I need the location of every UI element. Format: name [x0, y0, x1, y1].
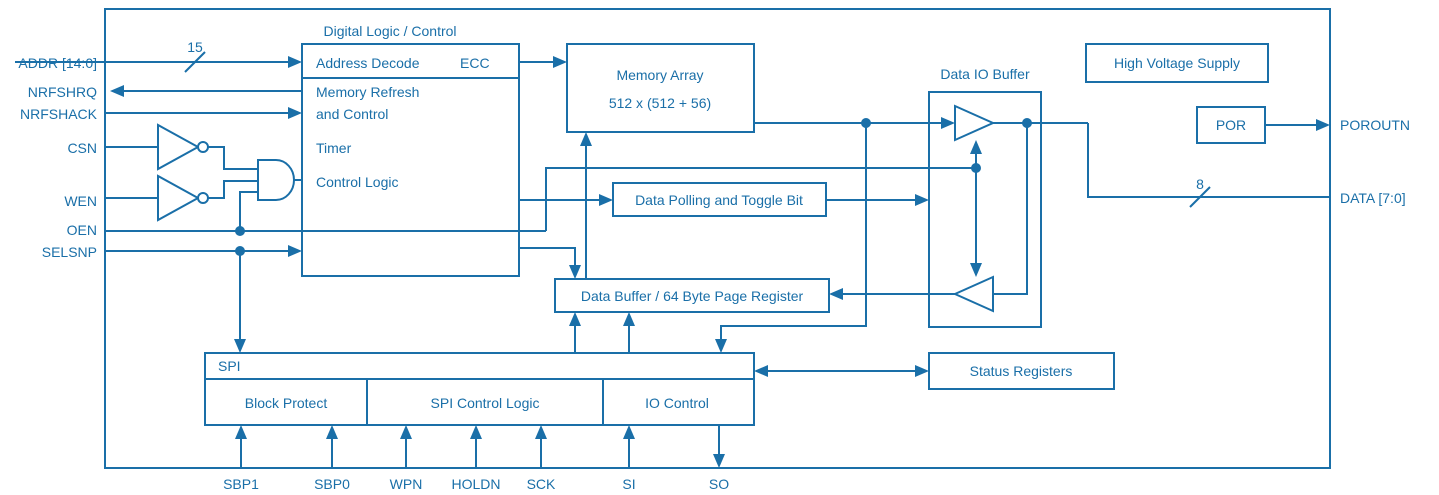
wen-to-and-wire: [208, 180, 258, 199]
por-output-arrow: [1316, 119, 1330, 131]
data-bus-wire: [1087, 123, 1330, 198]
control-to-buffer-wire: [519, 247, 576, 265]
wpn-label: WPN: [390, 476, 423, 492]
ecc-label: ECC: [460, 55, 490, 71]
wen-inverter-icon: [157, 174, 201, 222]
timer-label: Timer: [316, 140, 352, 156]
data-buffer-label: Data Buffer / 64 Byte Page Register: [581, 288, 804, 304]
spi-control-logic-label: SPI Control Logic: [431, 395, 540, 411]
memory-refresh-label-2: and Control: [316, 106, 388, 122]
high-voltage-block: [1085, 43, 1269, 83]
io-control-label: IO Control: [645, 395, 709, 411]
selsnp-arrow: [288, 245, 302, 257]
memory-array-block: [566, 43, 755, 133]
io-loop-wire: [993, 123, 1028, 295]
sbp1-arrow: [235, 425, 247, 439]
data-bus-label: DATA [7:0]: [1340, 190, 1406, 206]
oe-down-arrow: [970, 263, 982, 277]
nrfshack-label: NRFSHACK: [20, 106, 98, 122]
output-buffer-icon: [954, 104, 996, 142]
oe-junction: [971, 163, 981, 173]
addr-bus-width: 15: [187, 39, 203, 55]
control-to-buffer-arrow: [569, 265, 581, 279]
digital-logic-block: [301, 43, 520, 277]
poroutn-label: POROUTN: [1340, 117, 1410, 133]
digital-logic-title: Digital Logic / Control: [323, 23, 456, 39]
sbp0-label: SBP0: [314, 476, 350, 492]
ecc-to-memory-arrow: [553, 56, 567, 68]
csn-inverter-icon: [157, 123, 201, 171]
oen-label: OEN: [67, 222, 97, 238]
selsnp-spi-arrow: [234, 339, 246, 353]
addr-bus-slash: [184, 51, 206, 73]
oen-to-io-wire: [545, 167, 976, 231]
wen-label: WEN: [64, 193, 97, 209]
memory-refresh-label-1: Memory Refresh: [316, 84, 419, 100]
status-registers-label: Status Registers: [970, 363, 1073, 379]
control-to-polling-arrow: [599, 194, 613, 206]
wen-inverter-bubble: [197, 192, 209, 204]
oen-to-and-wire: [239, 191, 258, 231]
chip-boundary: [104, 8, 1331, 469]
nrfshack-arrow: [288, 107, 302, 119]
csn-inverter-bubble: [197, 141, 209, 153]
nrfshrq-label: NRFSHRQ: [28, 84, 97, 100]
and-gate-icon: [257, 159, 295, 201]
data-io-buffer-title: Data IO Buffer: [940, 66, 1030, 82]
addr-arrow: [288, 56, 302, 68]
sck-arrow: [535, 425, 547, 439]
wpn-arrow: [400, 425, 412, 439]
spi-label: SPI: [218, 358, 241, 374]
address-decode-label: Address Decode: [316, 55, 420, 71]
buffer-to-memory-arrow: [580, 132, 592, 146]
io-to-buffer-arrow: [829, 288, 843, 300]
holdn-label: HOLDN: [451, 476, 500, 492]
spi-to-buffer-arrow-2: [623, 312, 635, 326]
so-label: SO: [709, 476, 729, 492]
data-buffer-block: [554, 278, 830, 313]
high-voltage-label: High Voltage Supply: [1114, 55, 1240, 71]
polling-to-io-arrow: [915, 194, 929, 206]
spi-status-arrow-right: [915, 365, 929, 377]
memory-to-spi-wire: [720, 123, 867, 339]
memory-array-size: 512 x (512 + 56): [609, 95, 711, 111]
sck-label: SCK: [527, 476, 556, 492]
memory-to-io-arrow: [941, 117, 955, 129]
por-label: POR: [1216, 117, 1246, 133]
spi-block: [204, 352, 755, 426]
si-arrow: [623, 425, 635, 439]
memory-to-spi-arrow: [715, 339, 727, 353]
csn-to-and-wire: [208, 146, 258, 170]
csn-label: CSN: [67, 140, 97, 156]
spi-status-arrow-left: [754, 365, 768, 377]
input-buffer-icon: [952, 275, 994, 313]
nrfshrq-arrow: [110, 85, 124, 97]
block-protect-label: Block Protect: [245, 395, 328, 411]
data-bus-slash: [1189, 186, 1211, 208]
sbp1-label: SBP1: [223, 476, 259, 492]
data-bus-width: 8: [1196, 176, 1204, 192]
data-io-buffer-block: [928, 91, 1042, 328]
so-arrow: [713, 454, 725, 468]
sbp0-arrow: [326, 425, 338, 439]
holdn-arrow: [470, 425, 482, 439]
si-label: SI: [622, 476, 635, 492]
data-polling-label: Data Polling and Toggle Bit: [635, 192, 803, 208]
control-logic-label: Control Logic: [316, 174, 399, 190]
memory-array-label: Memory Array: [616, 67, 703, 83]
oen-junction: [235, 226, 245, 236]
oe-up-arrow: [970, 140, 982, 154]
selsnp-label: SELSNP: [42, 244, 97, 260]
spi-to-buffer-arrow-1: [569, 312, 581, 326]
